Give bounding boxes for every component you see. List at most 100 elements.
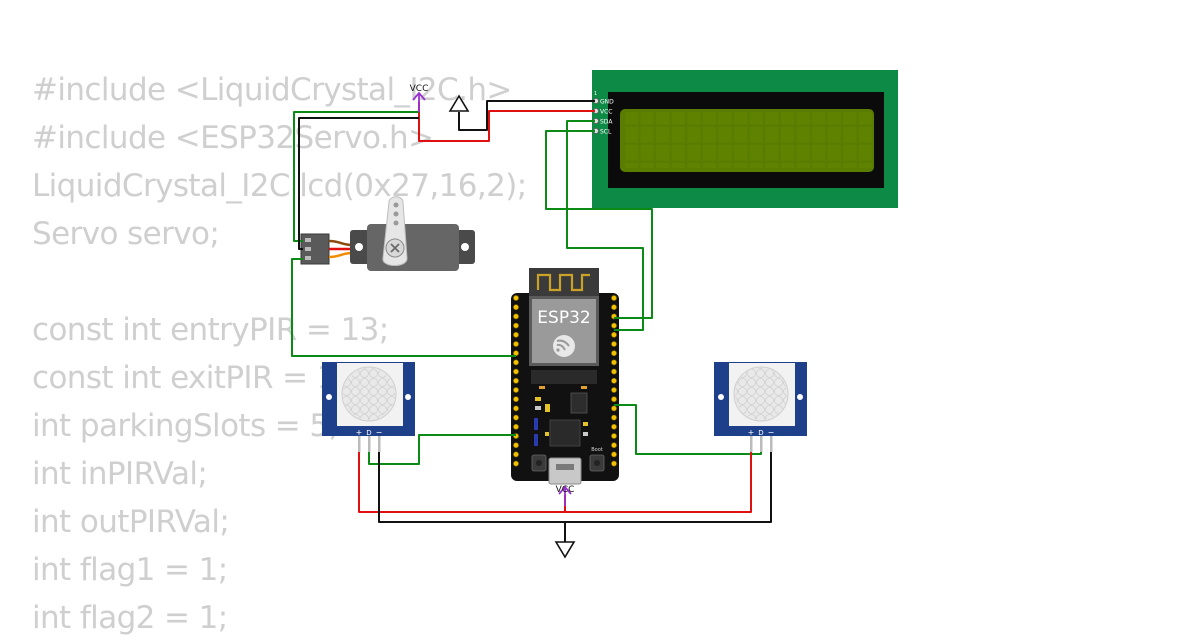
vcc-label: VCC (556, 485, 575, 495)
pir-data-label: D (758, 429, 763, 437)
esp32-board[interactable]: ESP32 Boot (511, 268, 619, 485)
esp32-pin[interactable] (611, 331, 617, 338)
esp32-pin[interactable] (513, 359, 519, 366)
gnd-symbol-bottom (554, 541, 576, 559)
lcd-pin-label-sda: SDA (600, 119, 613, 126)
vcc-label: VCC (410, 84, 429, 94)
esp32-pin[interactable] (513, 442, 519, 449)
esp32-antenna-area (529, 268, 599, 300)
pir-fresnel-pattern (735, 368, 787, 420)
esp32-pin[interactable] (611, 433, 617, 439)
esp32-pin[interactable] (611, 442, 617, 449)
vcc-symbol-top: VCC (410, 84, 429, 112)
servo-mount-hole (355, 243, 363, 251)
wire-servo-power-b[interactable] (298, 117, 419, 250)
pir-pin (750, 436, 753, 452)
code-line: int outPIRVal; (32, 504, 230, 540)
pir-pin (368, 436, 371, 452)
esp32-pin[interactable] (611, 460, 617, 467)
usb-port-slot (556, 464, 574, 470)
wire-lcd-sda[interactable] (566, 120, 644, 331)
servo-wire-orange (328, 251, 353, 259)
servo-connector-pin (305, 238, 311, 242)
servo-horn-hole (393, 220, 399, 226)
esp32-pin[interactable] (513, 396, 519, 403)
esp32-pin[interactable] (611, 341, 617, 347)
servo-horn-hole (393, 202, 399, 208)
ground-triangle-icon (448, 94, 470, 112)
lcd-pin-label-scl: SCL (600, 129, 612, 136)
en-button-cap (536, 460, 542, 466)
esp32-pin[interactable] (513, 405, 519, 412)
lcd-character-grid (624, 112, 872, 168)
esp32-regulator (570, 392, 588, 414)
pir-sensor-entry[interactable]: + D − (322, 362, 415, 452)
pir-pin (770, 436, 773, 452)
esp32-pin[interactable] (513, 368, 519, 375)
esp32-pin[interactable] (611, 451, 617, 458)
esp32-pin[interactable] (611, 295, 617, 301)
lcd-display[interactable]: 1 GND VCC SDA SCL (592, 70, 898, 208)
esp32-pin-header-right (611, 295, 617, 467)
esp32-pin[interactable] (513, 331, 519, 338)
esp32-pin[interactable] (513, 322, 519, 329)
servo-horn-hole (393, 211, 399, 217)
wire-lcd-vcc[interactable] (418, 102, 595, 142)
esp32-pin[interactable] (513, 304, 519, 311)
wire-lcd-scl[interactable] (545, 130, 653, 319)
ground-triangle-icon (554, 541, 576, 559)
esp32-usb-uart-chip (549, 419, 581, 447)
servo-mount-hole (461, 243, 469, 251)
wires (291, 100, 772, 542)
code-line: const int exitPIR = 1 (32, 360, 337, 396)
esp32-pin[interactable] (513, 460, 519, 467)
pir-mount-hole (797, 394, 803, 400)
vcc-symbol-bottom: VCC (556, 485, 575, 506)
esp32-pin[interactable] (513, 377, 519, 384)
gnd-symbol-top (448, 94, 470, 112)
esp32-pin[interactable] (611, 377, 617, 384)
esp32-antenna-trace (536, 273, 590, 292)
esp32-pin[interactable] (611, 350, 617, 357)
esp32-pin[interactable] (513, 423, 519, 430)
code-line: #include <ESP32Servo.h> (32, 120, 434, 156)
wire-lcd-gnd[interactable] (458, 100, 595, 131)
code-editor-text: #include <LiquidCrystal_I2C.h>#include <… (32, 66, 527, 642)
usb-port (548, 457, 582, 485)
pir-sensor-exit[interactable]: + D − (714, 362, 807, 452)
wire-exit-pir-data[interactable] (614, 404, 762, 455)
esp32-pin[interactable] (611, 368, 617, 375)
servo-connector-pin (305, 247, 311, 251)
esp32-pin[interactable] (611, 359, 617, 366)
wire-entry-pir-data[interactable] (368, 434, 516, 465)
esp32-label: ESP32 (537, 308, 590, 328)
esp32-pin[interactable] (611, 414, 617, 421)
code-line: int flag1 = 1; (32, 552, 228, 588)
esp32-pin[interactable] (513, 451, 519, 458)
esp32-pin[interactable] (611, 387, 617, 393)
servo-screw-icon (390, 243, 400, 253)
pir-pin (760, 436, 763, 452)
vcc-arrow-icon (412, 91, 426, 112)
esp32-pin[interactable] (513, 387, 519, 393)
esp32-pin[interactable] (611, 396, 617, 403)
esp32-pin[interactable] (513, 341, 519, 347)
pir-fresnel-pattern (343, 368, 395, 420)
code-line: const int entryPIR = 13; (32, 312, 389, 348)
esp32-pin[interactable] (513, 313, 519, 320)
lcd-pin-label-vcc: VCC (600, 109, 612, 116)
boot-label: Boot (591, 447, 603, 453)
lcd-pin-label-gnd: GND (600, 99, 614, 106)
esp32-pin[interactable] (513, 414, 519, 421)
pir-minus-label: − (376, 428, 383, 437)
servo-motor[interactable] (300, 196, 475, 271)
esp32-pin[interactable] (611, 322, 617, 329)
wire-servo-signal[interactable] (291, 258, 516, 357)
esp32-pin[interactable] (513, 295, 519, 301)
esp32-pin[interactable] (611, 304, 617, 311)
wire-pir-gnd[interactable] (378, 452, 772, 523)
esp32-pin[interactable] (611, 405, 617, 412)
wire-pir-vcc[interactable] (358, 452, 752, 513)
esp32-pin[interactable] (611, 423, 617, 430)
